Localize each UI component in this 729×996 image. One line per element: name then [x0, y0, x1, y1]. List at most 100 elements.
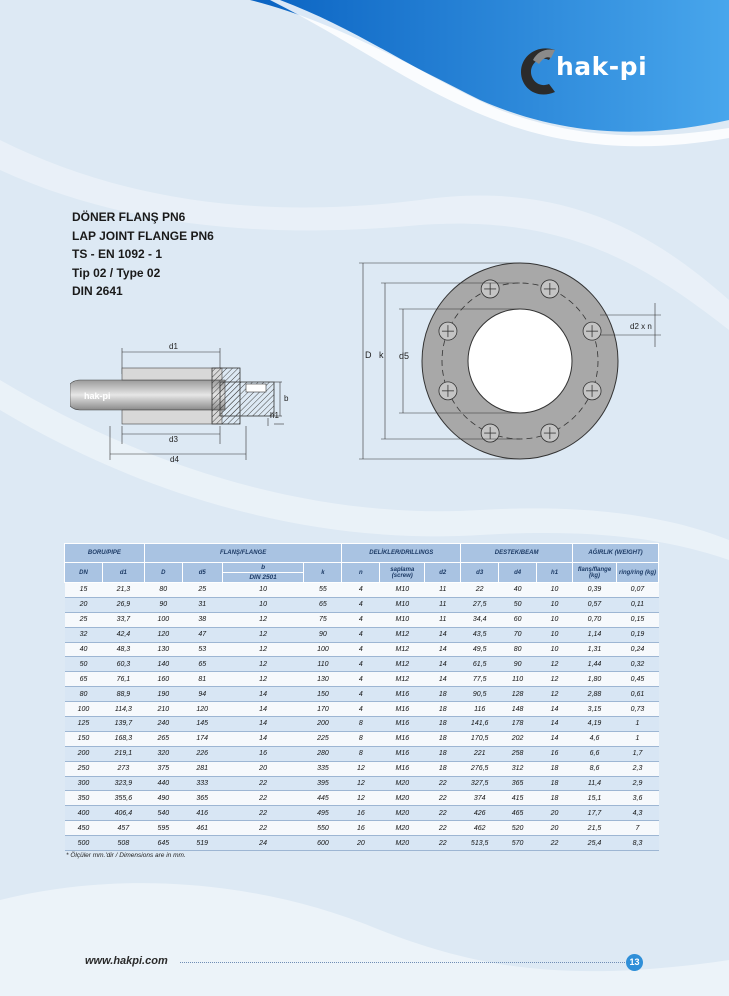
group-delikler: DELİKLER/DRILLINGS [341, 543, 462, 563]
table-cell: 27,5 [460, 597, 499, 613]
table-cell: 14 [536, 731, 573, 747]
table-cell: 465 [498, 805, 537, 822]
table-cell: 4,19 [572, 716, 617, 732]
title-line-4: Tip 02 / Type 02 [72, 265, 161, 280]
table-cell: M12 [379, 642, 425, 658]
table-cell: 4 [341, 582, 380, 598]
table-cell: 145 [182, 716, 223, 732]
table-cell: 0,39 [572, 582, 617, 598]
table-cell: 8,6 [572, 761, 617, 777]
table-cell: 4 [341, 642, 380, 658]
table-cell: 4,3 [616, 805, 659, 822]
table-cell: 4 [341, 671, 380, 688]
table-cell: 335 [303, 761, 342, 777]
table-cell: 25 [64, 612, 103, 628]
table-cell: 12 [341, 761, 380, 777]
table-cell: 114,3 [102, 701, 145, 718]
table-cell: 61,5 [460, 656, 499, 673]
table-cell: 49,5 [460, 642, 499, 658]
table-cell: M16 [379, 746, 425, 762]
dimensions-note: * Ölçüler mm.'dir / Dimensions are in mm… [66, 852, 186, 859]
table-cell: 16 [536, 746, 573, 762]
col-d1: d1 [101, 562, 145, 583]
group-boru: BORU/PIPE [64, 543, 145, 563]
table-cell: 18 [424, 731, 461, 747]
table-cell: 16 [341, 820, 380, 837]
table-cell: 120 [144, 627, 183, 643]
table-cell: 300 [64, 776, 103, 792]
table-cell: 11 [424, 597, 461, 613]
table-cell: 130 [144, 642, 183, 658]
table-cell: 600 [303, 835, 342, 852]
table-cell: 8 [341, 716, 380, 732]
title-line-5: DIN 2641 [72, 284, 123, 298]
table-cell: 1 [616, 716, 659, 732]
table-cell: 20 [536, 820, 573, 837]
col-d4: d4 [498, 562, 538, 583]
table-cell: 174 [182, 731, 223, 747]
table-cell: 14 [424, 627, 461, 643]
table-cell: 70 [498, 627, 537, 643]
label-D: D [365, 350, 372, 360]
table-cell: 116 [460, 701, 499, 718]
table-cell: 4 [341, 701, 380, 718]
label-k: k [379, 350, 384, 360]
table-cell: 24 [222, 835, 304, 852]
table-cell: 10 [536, 597, 573, 613]
table-cell: 14 [424, 642, 461, 658]
col-b: b [221, 562, 305, 573]
table-cell: 21,3 [102, 582, 145, 598]
col-k: k [303, 562, 343, 583]
table-cell: 81 [182, 671, 223, 688]
table-cell: 240 [144, 716, 183, 732]
table-cell: 22 [424, 820, 461, 837]
table-cell: 150 [303, 686, 342, 703]
table-cell: 190 [144, 686, 183, 703]
table-cell: 43,5 [460, 627, 499, 643]
table-cell: 90 [498, 656, 537, 673]
title-line-1: DÖNER FLANŞ PN6 [72, 210, 186, 224]
table-cell: 33,7 [102, 612, 145, 628]
table-cell: 265 [144, 731, 183, 747]
table-cell: 219,1 [102, 746, 145, 762]
table-cell: 0,32 [616, 656, 659, 673]
website-url[interactable]: www.hakpi.com [85, 955, 168, 967]
table-cell: 4,6 [572, 731, 617, 747]
table-cell: 18 [424, 701, 461, 718]
group-agirlik: AĞIRLIK (WEIGHT) [572, 543, 659, 563]
table-cell: 7 [616, 820, 659, 837]
table-cell: 148 [498, 701, 537, 718]
table-cell: 8,3 [616, 835, 659, 852]
table-cell: 178 [498, 716, 537, 732]
group-flans: FLANŞ/FLANGE [143, 543, 343, 563]
table-cell: 0,15 [616, 612, 659, 628]
table-cell: 170,5 [460, 731, 499, 747]
table-cell: 32 [64, 627, 103, 643]
table-cell: 12 [222, 612, 304, 628]
table-cell: 12 [222, 656, 304, 673]
table-cell: 10 [536, 642, 573, 658]
table-cell: 445 [303, 790, 342, 807]
table-cell: 20 [341, 835, 380, 852]
table-cell: 65 [182, 656, 223, 673]
col-ring-weight: ring/ring (kg) [615, 562, 660, 583]
table-cell: 10 [222, 597, 304, 613]
table-cell: 0,07 [616, 582, 659, 598]
table-cell: 14 [222, 701, 304, 718]
table-cell: 281 [182, 761, 223, 777]
table-cell: 8 [341, 746, 380, 762]
table-cell: 22 [424, 776, 461, 792]
col-d2: d2 [424, 562, 462, 583]
table-cell: M16 [379, 701, 425, 718]
table-cell: 20 [536, 805, 573, 822]
col-din2501: DIN 2501 [221, 572, 305, 583]
